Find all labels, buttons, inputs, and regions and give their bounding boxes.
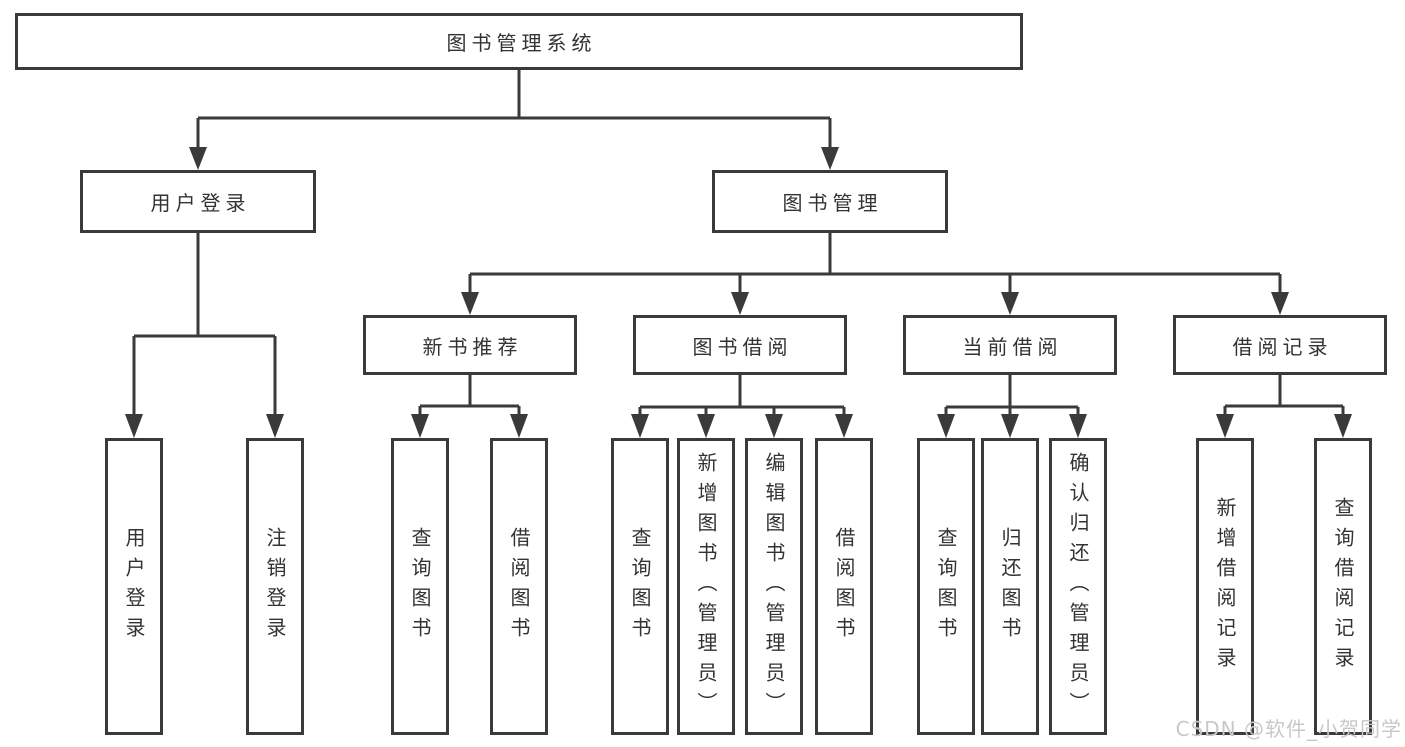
leaf-label: 注销登录	[263, 526, 287, 647]
leaf-confirm-return-admin: 确认归还（管理员）	[1049, 438, 1107, 735]
leaf-borrow-books-recommend: 借阅图书	[490, 438, 548, 735]
leaf-label: 查询借阅记录	[1331, 496, 1355, 677]
leaf-logout-login: 注销登录	[246, 438, 304, 735]
node-user-login: 用户登录	[80, 170, 316, 233]
node-book-borrow: 图书借阅	[633, 315, 847, 375]
leaf-add-book-admin: 新增图书（管理员）	[677, 438, 735, 735]
node-root: 图书管理系统	[15, 13, 1023, 70]
edge-current-borrow-to-leaves	[937, 375, 1087, 438]
leaf-query-books-current: 查询图书	[917, 438, 975, 735]
leaf-label: 借阅图书	[832, 526, 856, 647]
node-new-book-recommend: 新书推荐	[363, 315, 577, 375]
leaf-label: 查询图书	[408, 526, 432, 647]
leaf-label: 归还图书	[998, 526, 1022, 647]
edge-book-borrow-to-leaves	[631, 375, 853, 438]
edge-user-login-to-leaves	[125, 233, 284, 438]
edge-book-management-to-level3	[461, 233, 1289, 315]
leaf-label: 查询图书	[934, 526, 958, 647]
leaf-label: 新增借阅记录	[1213, 496, 1237, 677]
edge-borrow-records-to-leaves	[1216, 375, 1352, 438]
leaf-label: 查询图书	[628, 526, 652, 647]
leaf-label: 借阅图书	[507, 526, 531, 647]
watermark: CSDN @软件_小贺同学	[1175, 717, 1402, 741]
edge-new-book-recommend-to-leaves	[411, 375, 528, 438]
leaf-label: 新增图书（管理员）	[694, 451, 718, 722]
leaf-label: 用户登录	[122, 526, 146, 647]
leaf-label: 编辑图书（管理员）	[762, 451, 786, 722]
leaf-label: 确认归还（管理员）	[1066, 451, 1090, 722]
leaf-add-borrow-record: 新增借阅记录	[1196, 438, 1254, 735]
leaf-query-books-borrow: 查询图书	[611, 438, 669, 735]
node-borrow-records: 借阅记录	[1173, 315, 1387, 375]
leaf-return-books: 归还图书	[981, 438, 1039, 735]
leaf-borrow-books: 借阅图书	[815, 438, 873, 735]
leaf-query-borrow-record: 查询借阅记录	[1314, 438, 1372, 735]
leaf-edit-book-admin: 编辑图书（管理员）	[745, 438, 803, 735]
leaf-user-login: 用户登录	[105, 438, 163, 735]
node-current-borrow: 当前借阅	[903, 315, 1117, 375]
leaf-query-books-recommend: 查询图书	[391, 438, 449, 735]
edge-root-to-level2	[189, 70, 839, 170]
node-book-management: 图书管理	[712, 170, 948, 233]
